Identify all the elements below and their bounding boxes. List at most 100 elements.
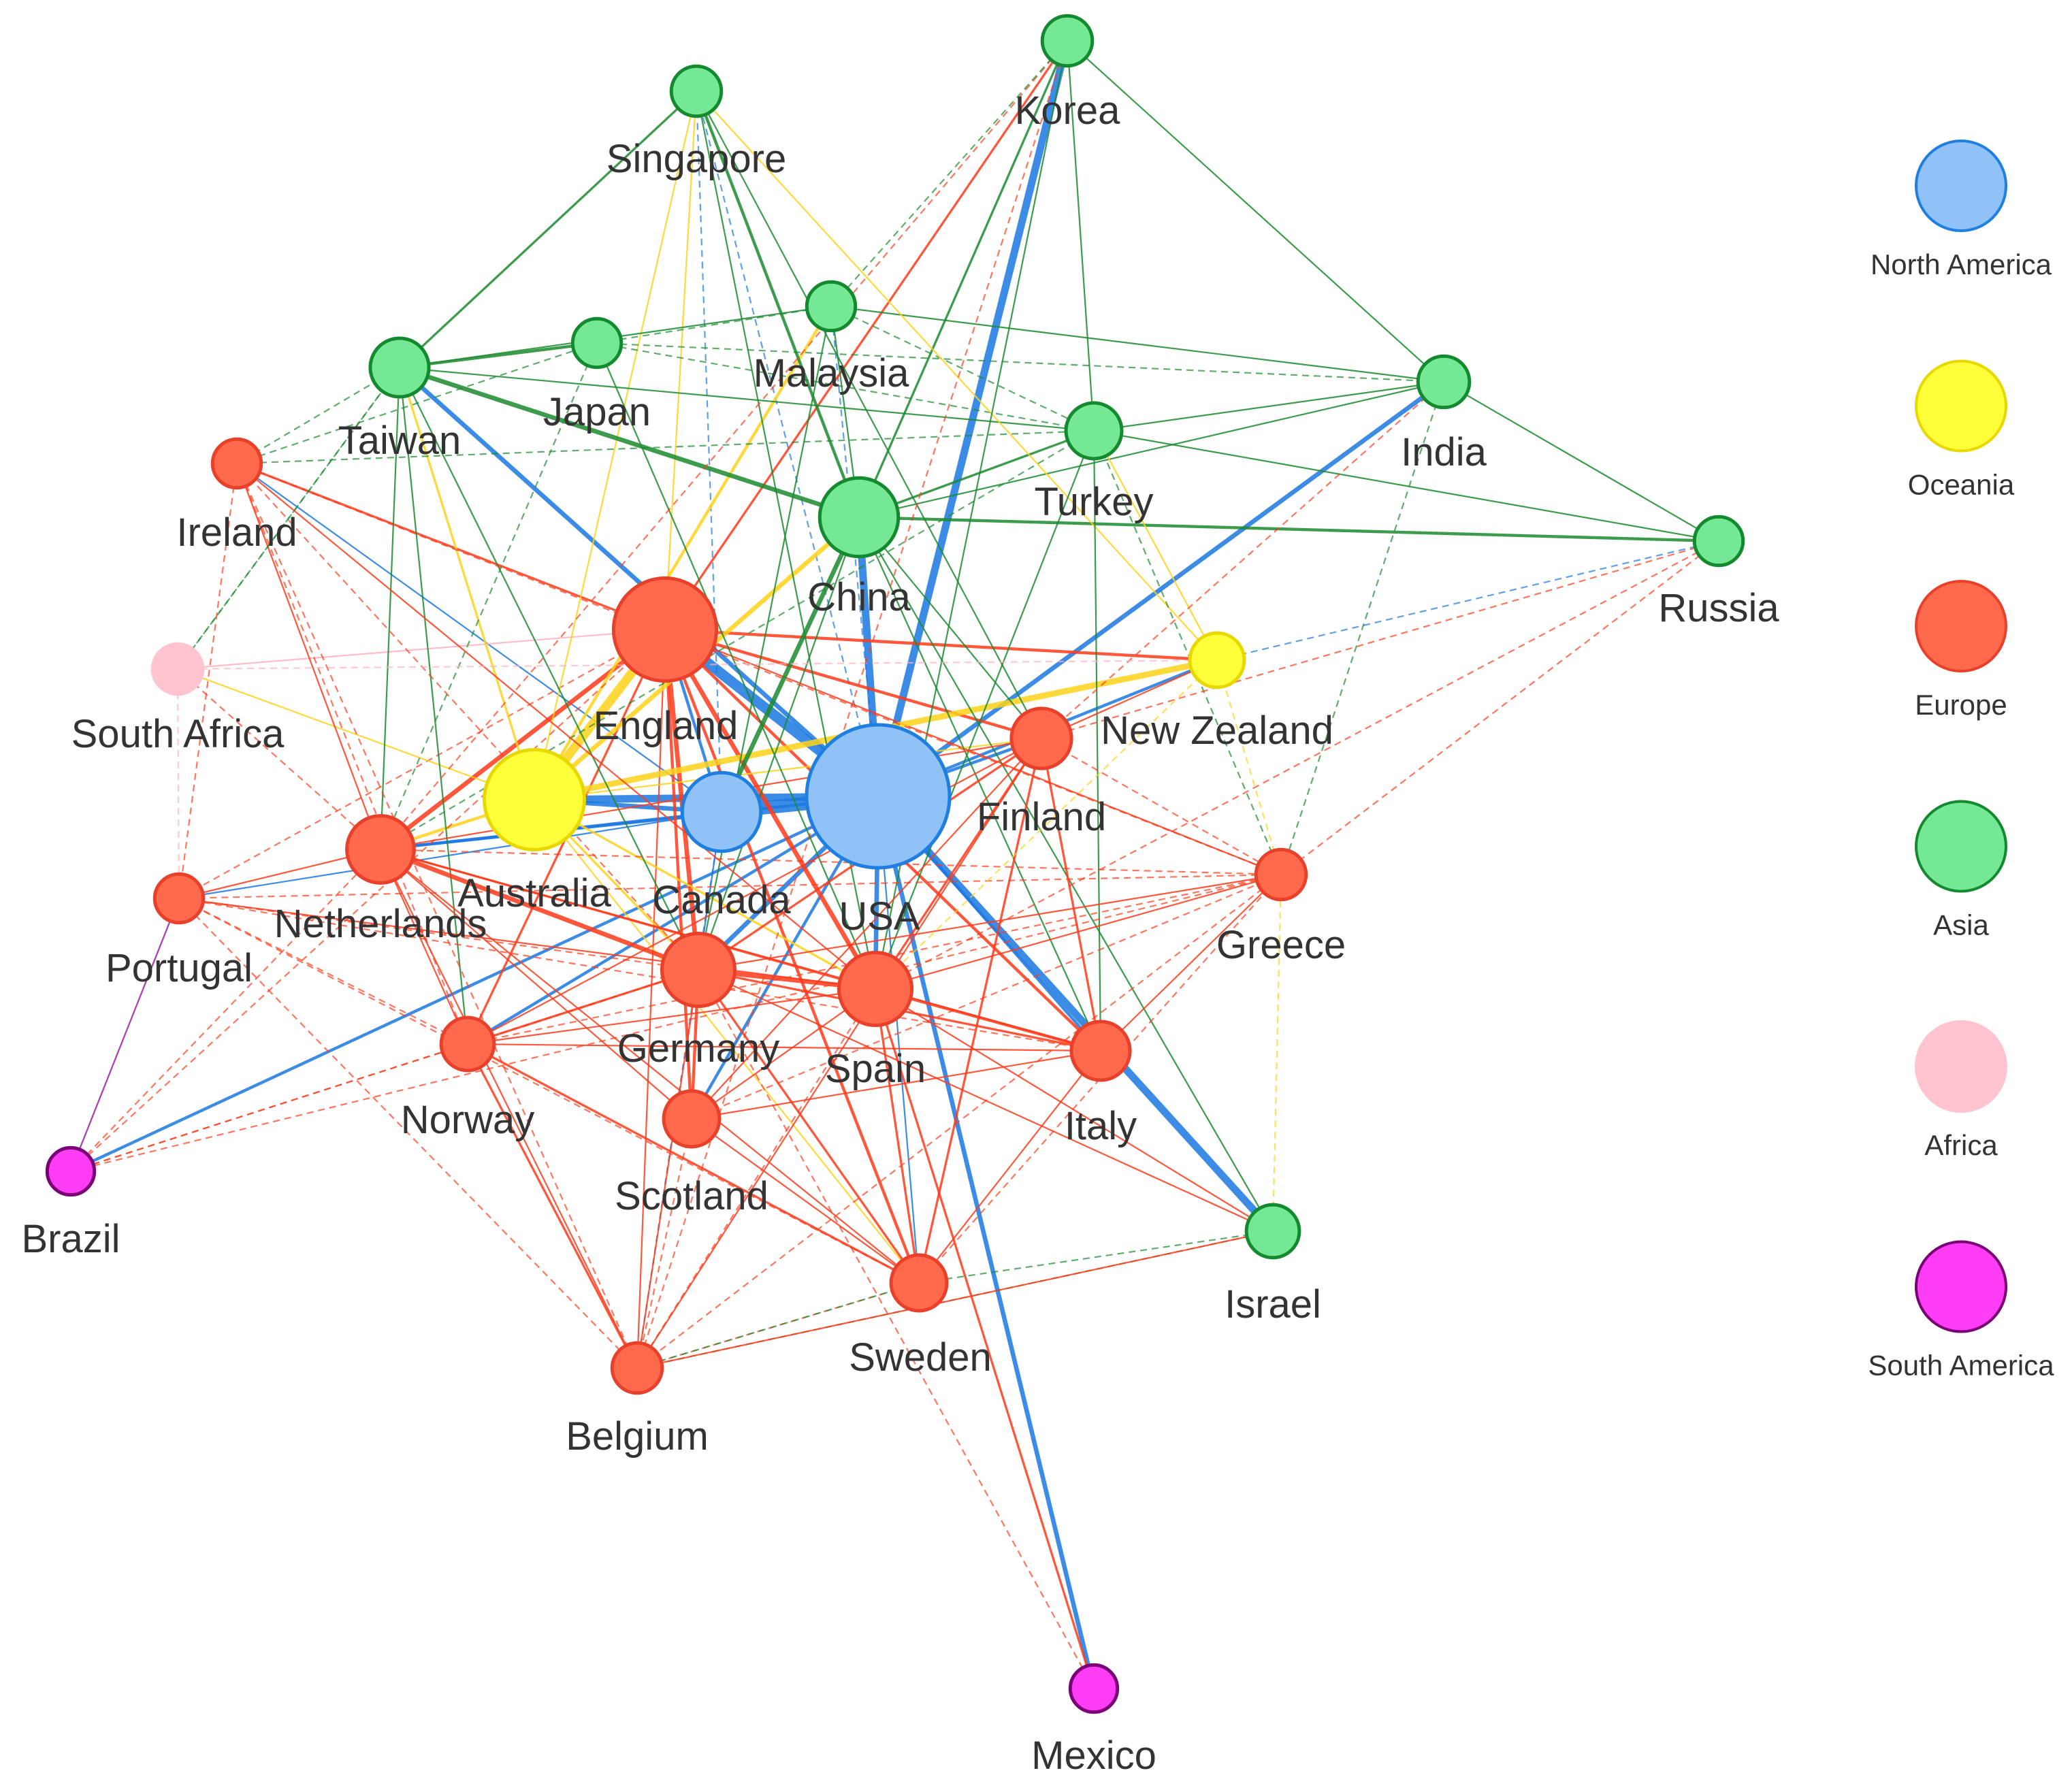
edge-scotland-netherlands: [380, 849, 692, 1120]
node-label-southafrica: South Africa: [71, 712, 285, 756]
node-label-germany: Germany: [617, 1026, 780, 1071]
node-label-finland: Finland: [977, 795, 1106, 839]
edge-usa-israel: [875, 794, 1276, 1234]
edge-japan-malaysia: [596, 305, 832, 344]
legend-swatch-asia: [1915, 800, 2007, 893]
edge-singapore-newzealand: [696, 91, 1218, 661]
node-belgium[interactable]: [610, 1341, 664, 1395]
node-label-scotland: Scotland: [615, 1174, 768, 1218]
edge-ireland-japan: [236, 342, 598, 465]
edge-malaysia-india: [830, 305, 1444, 383]
edge-korea-india: [1067, 40, 1444, 382]
edge-taiwan-singapore: [398, 90, 698, 369]
edge-belgium-finland: [636, 738, 1042, 1369]
node-label-brazil: Brazil: [21, 1217, 120, 1261]
edge-scotland-greece: [691, 873, 1282, 1120]
edge-england-scotland: [663, 629, 694, 1120]
edge-belgium-sweden: [636, 1282, 920, 1369]
node-netherlands[interactable]: [345, 814, 416, 885]
node-india[interactable]: [1416, 354, 1472, 410]
node-portugal[interactable]: [152, 872, 206, 925]
node-turkey[interactable]: [1064, 401, 1124, 461]
edge-germany-greece: [698, 873, 1282, 971]
edge-australia-malaysia: [533, 305, 832, 801]
node-israel[interactable]: [1244, 1203, 1301, 1260]
edge-england-newzealand: [664, 628, 1218, 662]
node-label-malaysia: Malaysia: [754, 351, 910, 395]
node-korea[interactable]: [1040, 14, 1095, 68]
node-label-india: India: [1401, 430, 1487, 474]
node-taiwan[interactable]: [368, 336, 431, 399]
node-germany[interactable]: [660, 931, 737, 1009]
node-china[interactable]: [818, 476, 901, 559]
node-label-australia: Australia: [457, 871, 611, 915]
node-sweden[interactable]: [889, 1253, 949, 1313]
node-label-mexico: Mexico: [1031, 1733, 1156, 1778]
edge-spain-norway: [467, 988, 876, 1045]
edge-finland-scotland: [691, 738, 1042, 1120]
legend-swatch-south-america: [1915, 1240, 2007, 1333]
node-label-korea: Korea: [1015, 88, 1121, 133]
edge-greece-belgium: [636, 874, 1282, 1369]
edge-england-belgium: [636, 629, 666, 1369]
edge-netherlands-belgium: [380, 849, 638, 1369]
edge-china-russia: [858, 515, 1719, 543]
node-label-spain: Spain: [825, 1047, 926, 1091]
edge-scotland-belgium: [636, 1118, 693, 1369]
node-mexico[interactable]: [1068, 1663, 1120, 1714]
node-newzealand[interactable]: [1188, 631, 1246, 689]
edge-taiwan-norway: [398, 367, 469, 1045]
edge-usa-korea: [874, 39, 1071, 798]
node-spain[interactable]: [837, 950, 914, 1028]
edge-india-greece: [1280, 381, 1445, 875]
edge-australia-singapore: [533, 91, 698, 800]
node-russia[interactable]: [1692, 515, 1745, 568]
node-malaysia[interactable]: [805, 280, 858, 333]
node-label-canada: Canada: [652, 878, 791, 922]
edge-china-turkey: [858, 429, 1095, 519]
node-canada[interactable]: [680, 770, 763, 853]
edge-england-korea: [664, 40, 1069, 630]
node-japan[interactable]: [570, 316, 624, 370]
edge-spain-sweden: [874, 988, 920, 1284]
edge-england-netherlands: [378, 628, 667, 851]
edge-korea-malaysia: [830, 40, 1068, 307]
edge-finland-italy: [1040, 738, 1102, 1052]
edge-turkey-india: [1093, 380, 1444, 432]
node-ireland[interactable]: [210, 437, 263, 490]
node-england[interactable]: [611, 576, 719, 683]
node-label-japan: Japan: [543, 390, 651, 434]
node-label-norway: Norway: [401, 1098, 535, 1142]
edge-ireland-greece: [236, 462, 1282, 876]
node-singapore[interactable]: [669, 64, 724, 118]
edge-italy-greece: [1100, 874, 1282, 1052]
edge-china-singapore: [694, 91, 861, 518]
node-italy[interactable]: [1069, 1020, 1132, 1082]
node-label-israel: Israel: [1225, 1282, 1321, 1326]
edge-ireland-turkey: [236, 429, 1095, 465]
legend-label-africa: Africa: [1924, 1129, 1998, 1161]
node-usa[interactable]: [805, 723, 952, 870]
node-finland[interactable]: [1009, 706, 1073, 770]
edge-australia-taiwan: [398, 367, 536, 800]
edge-usa-taiwan: [398, 365, 880, 798]
edge-turkey-spain: [874, 430, 1095, 990]
node-scotland[interactable]: [662, 1089, 722, 1149]
edge-taiwan-germany: [399, 367, 699, 971]
node-southafrica[interactable]: [150, 642, 205, 696]
node-australia[interactable]: [483, 748, 586, 851]
edge-turkey-newzealand: [1093, 430, 1218, 661]
node-brazil[interactable]: [45, 1145, 97, 1197]
node-norway[interactable]: [439, 1015, 496, 1073]
edge-norway-italy: [467, 1043, 1101, 1052]
edge-england-southafrica: [177, 628, 666, 670]
edge-korea-turkey: [1066, 40, 1095, 431]
node-greece[interactable]: [1254, 847, 1308, 902]
node-label-china: China: [807, 575, 911, 619]
legend-swatch-europe: [1915, 580, 2007, 672]
edge-australia-spain: [534, 798, 876, 990]
edge-india-russia: [1443, 381, 1719, 542]
edge-spain-portugal: [178, 897, 876, 990]
